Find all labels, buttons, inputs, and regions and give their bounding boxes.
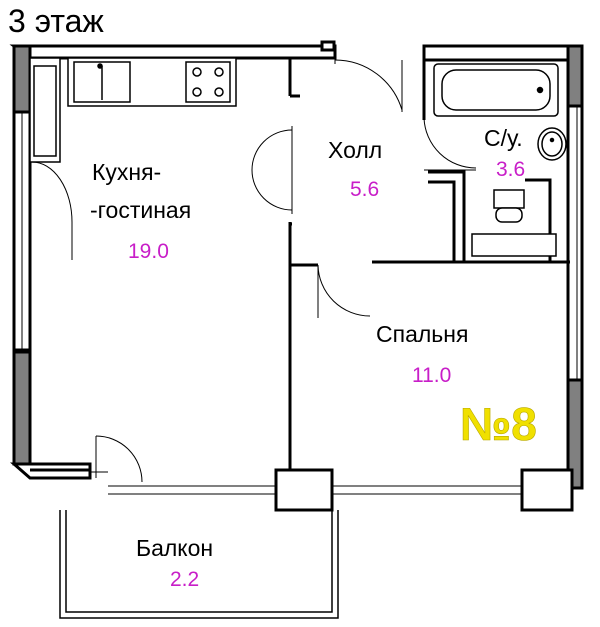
kitchen-fixtures: [29, 57, 237, 163]
stove: [185, 61, 231, 103]
room-area-bedroom: 11.0: [412, 364, 451, 387]
room-name-bathroom: С/у.: [484, 125, 523, 151]
doors: [31, 58, 477, 483]
toilet-bowl: [495, 207, 523, 223]
room-name-living-line2: -гостиная: [90, 197, 191, 223]
apartment-number: №8: [460, 398, 537, 450]
room-name-bedroom: Спальня: [376, 321, 468, 347]
room-area-balcony: 2.2: [170, 568, 199, 591]
room-area-hall: 5.6: [350, 178, 379, 201]
toilet-tank: [493, 189, 525, 209]
room-labels: Кухня- -гостиная 19.0 Холл 5.6 С/у. 3.6 …: [90, 125, 525, 591]
room-name-balcony: Балкон: [136, 535, 213, 561]
room-name-hall: Холл: [328, 137, 382, 163]
floor-label: 3 этаж: [8, 3, 104, 39]
interior-walls: [30, 58, 570, 472]
bathroom-fixtures: [433, 63, 567, 257]
balcony-railing: [59, 510, 339, 619]
room-area-bathroom: 3.6: [496, 158, 525, 181]
room-name-living-line1: Кухня-: [92, 159, 161, 185]
room-area-living: 19.0: [128, 240, 169, 263]
bath-shelf: [471, 233, 557, 257]
